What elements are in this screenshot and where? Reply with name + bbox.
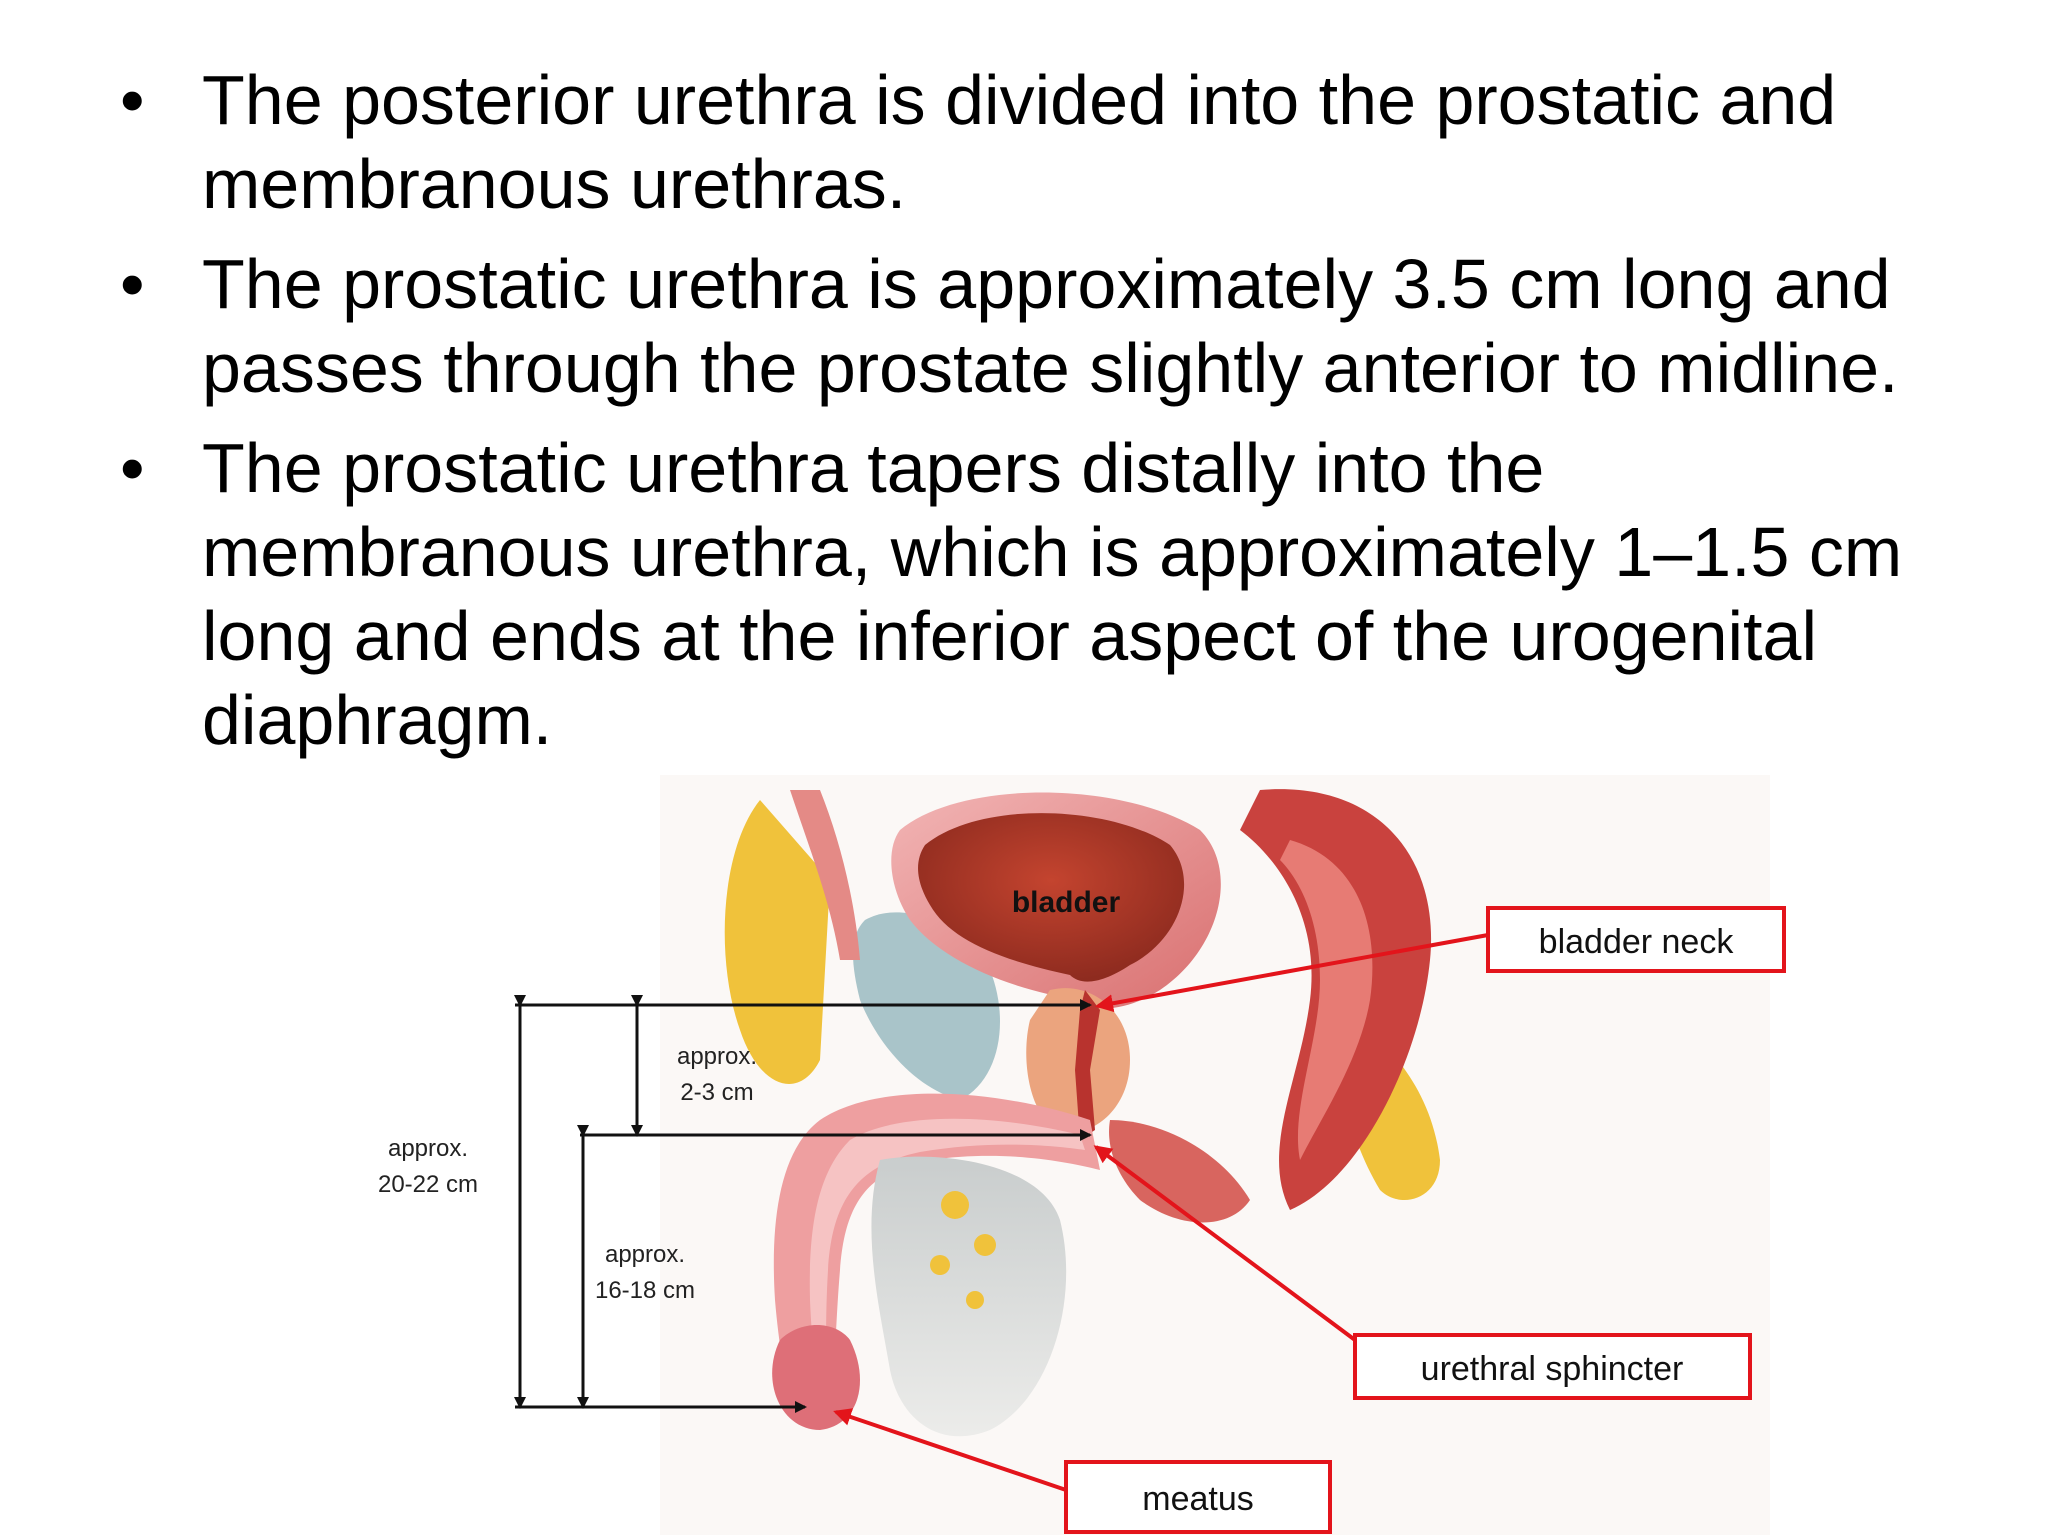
bullet-line: passes through the prostate slightly ant… bbox=[202, 329, 1899, 407]
bullet-line: membranous urethras. bbox=[202, 145, 907, 223]
measure-total bbox=[514, 995, 1092, 1413]
urethral-sphincter-callout-box bbox=[1353, 1333, 1752, 1400]
bullet-line: membranous urethra, which is approximate… bbox=[202, 513, 1903, 591]
measure-total-label-line2: 20-22 cm bbox=[378, 1171, 478, 1198]
bladder-neck-callout-box bbox=[1486, 906, 1786, 973]
bullet-item: • The prostatic urethra tapers distally … bbox=[120, 426, 2000, 762]
measure-posterior-label-line2: 2-3 cm bbox=[680, 1079, 753, 1106]
measure-anterior-label-line1: approx. bbox=[605, 1241, 685, 1268]
bullet-line: The prostatic urethra is approximately 3… bbox=[202, 245, 1891, 323]
measure-posterior bbox=[580, 995, 1092, 1141]
rectum-inner bbox=[1280, 840, 1373, 1160]
bladder-lumen bbox=[918, 813, 1185, 982]
bladder-label: bladder bbox=[1012, 886, 1121, 919]
perineal-muscle bbox=[1109, 1120, 1250, 1223]
measure-total-label-line1: approx. bbox=[388, 1135, 468, 1162]
anatomy-illustration: approx. 20-22 cm approx. 2-3 cm approx. … bbox=[378, 775, 1786, 1535]
fat-droplet bbox=[941, 1191, 969, 1219]
bullet-item: • The prostatic urethra is approximately… bbox=[120, 242, 2000, 410]
meatus-callout-label: meatus bbox=[1142, 1480, 1254, 1518]
bladder-neck-callout-label: bladder neck bbox=[1539, 923, 1735, 961]
abdominal-wall bbox=[790, 790, 860, 960]
fat-droplet bbox=[930, 1255, 950, 1275]
measure-posterior-label-line1: approx. bbox=[677, 1043, 757, 1070]
meatus-pointer bbox=[833, 1408, 1067, 1492]
urethral-sphincter-pointer bbox=[1093, 1145, 1357, 1342]
urethral-sphincter-callout-label: urethral sphincter bbox=[1421, 1350, 1684, 1388]
measure-anterior-label-line2: 16-18 cm bbox=[595, 1277, 695, 1304]
bullet-line: The prostatic urethra tapers distally in… bbox=[202, 429, 1545, 507]
bullet-line: diaphragm. bbox=[202, 681, 553, 759]
bladder-neck-pointer bbox=[1095, 933, 1489, 1013]
bullet-list: • The posterior urethra is divided into … bbox=[120, 58, 2000, 778]
fat-droplet bbox=[966, 1291, 984, 1309]
bullet-line: long and ends at the inferior aspect of … bbox=[202, 597, 1817, 675]
fat-tissue-left bbox=[724, 800, 830, 1084]
fat-droplet bbox=[974, 1234, 996, 1256]
glans bbox=[772, 1325, 860, 1430]
bullet-marker: • bbox=[120, 245, 145, 323]
bullet-item: • The posterior urethra is divided into … bbox=[120, 58, 2000, 226]
bullet-marker: • bbox=[120, 429, 145, 507]
bullet-marker: • bbox=[120, 61, 145, 139]
bullet-line: The posterior urethra is divided into th… bbox=[202, 61, 1837, 139]
urethra-anatomy-figure: approx. 20-22 cm approx. 2-3 cm approx. … bbox=[0, 760, 2048, 1536]
meatus-callout-box bbox=[1064, 1460, 1332, 1534]
prostatic-urethra bbox=[1075, 990, 1100, 1140]
